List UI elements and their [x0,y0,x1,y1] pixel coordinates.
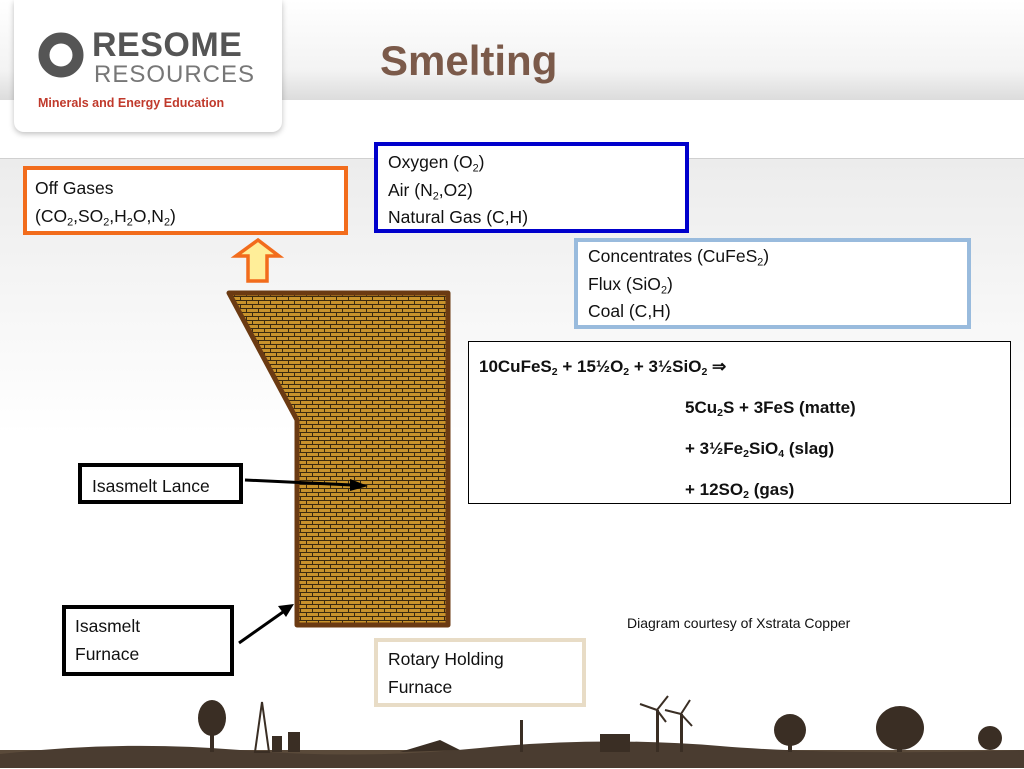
equation-matte: 5Cu2S + 3FeS (matte) [685,398,856,420]
furnace-pointer-arrow [238,604,294,645]
equation-slag: + 3½Fe2SiO4 (slag) [685,439,835,461]
off-gases-formula: (CO2,SO2,H2O,N2) [35,205,176,228]
equation-reactants: 10CuFeS2 + 15½O2 + 3½SiO2 ⇒ [479,357,727,379]
gas-inputs-box: Oxygen (O2) Air (N2,O2) Natural Gas (C,H… [374,142,689,233]
isasmelt-furnace-label: Isasmelt Furnace [62,605,234,676]
gas-input-natural-gas: Natural Gas (C,H) [388,207,529,227]
off-gases-box: Off Gases (CO2,SO2,H2O,N2) [23,166,348,235]
lance-label-text: Isasmelt Lance [92,476,210,496]
up-arrow-icon [230,237,285,283]
logo-title: RESOME [92,26,243,64]
furnace-label-line1: Isasmelt [75,616,141,636]
brick-furnace-icon [226,290,451,628]
solid-input-coal: Coal (C,H) [588,301,671,321]
rotary-label-line1: Rotary Holding [388,649,504,669]
isasmelt-lance-label: Isasmelt Lance [78,463,243,504]
o-ring-logo-icon [38,32,84,78]
rotary-holding-furnace-label: Rotary Holding Furnace [374,638,586,707]
reaction-equation-box: 10CuFeS2 + 15½O2 + 3½SiO2 ⇒ 5Cu2S + 3FeS… [468,341,1011,504]
slide-title: Smelting [380,37,558,84]
solid-input-flux: Flux (SiO2) [588,273,673,296]
gas-input-oxygen: Oxygen (O2) [388,152,485,175]
off-gases-title: Off Gases [35,178,114,198]
lance-pointer-arrow [244,478,368,491]
diagram-credit: Diagram courtesy of Xstrata Copper [627,615,851,631]
logo-tagline: Minerals and Energy Education [38,96,225,110]
logo-card: RESOME RESOURCES Minerals and Energy Edu… [14,0,282,132]
solid-input-concentrates: Concentrates (CuFeS2) [588,246,770,269]
solid-inputs-box: Concentrates (CuFeS2) Flux (SiO2) Coal (… [574,238,971,329]
gas-input-air: Air (N2,O2) [388,179,473,202]
rotary-label-line2: Furnace [388,676,453,697]
logo-subtitle: RESOURCES [94,61,256,88]
industrial-landscape-footer [0,695,1024,768]
furnace-label-line2: Furnace [75,643,140,664]
equation-gas: + 12SO2 (gas) [685,480,795,502]
